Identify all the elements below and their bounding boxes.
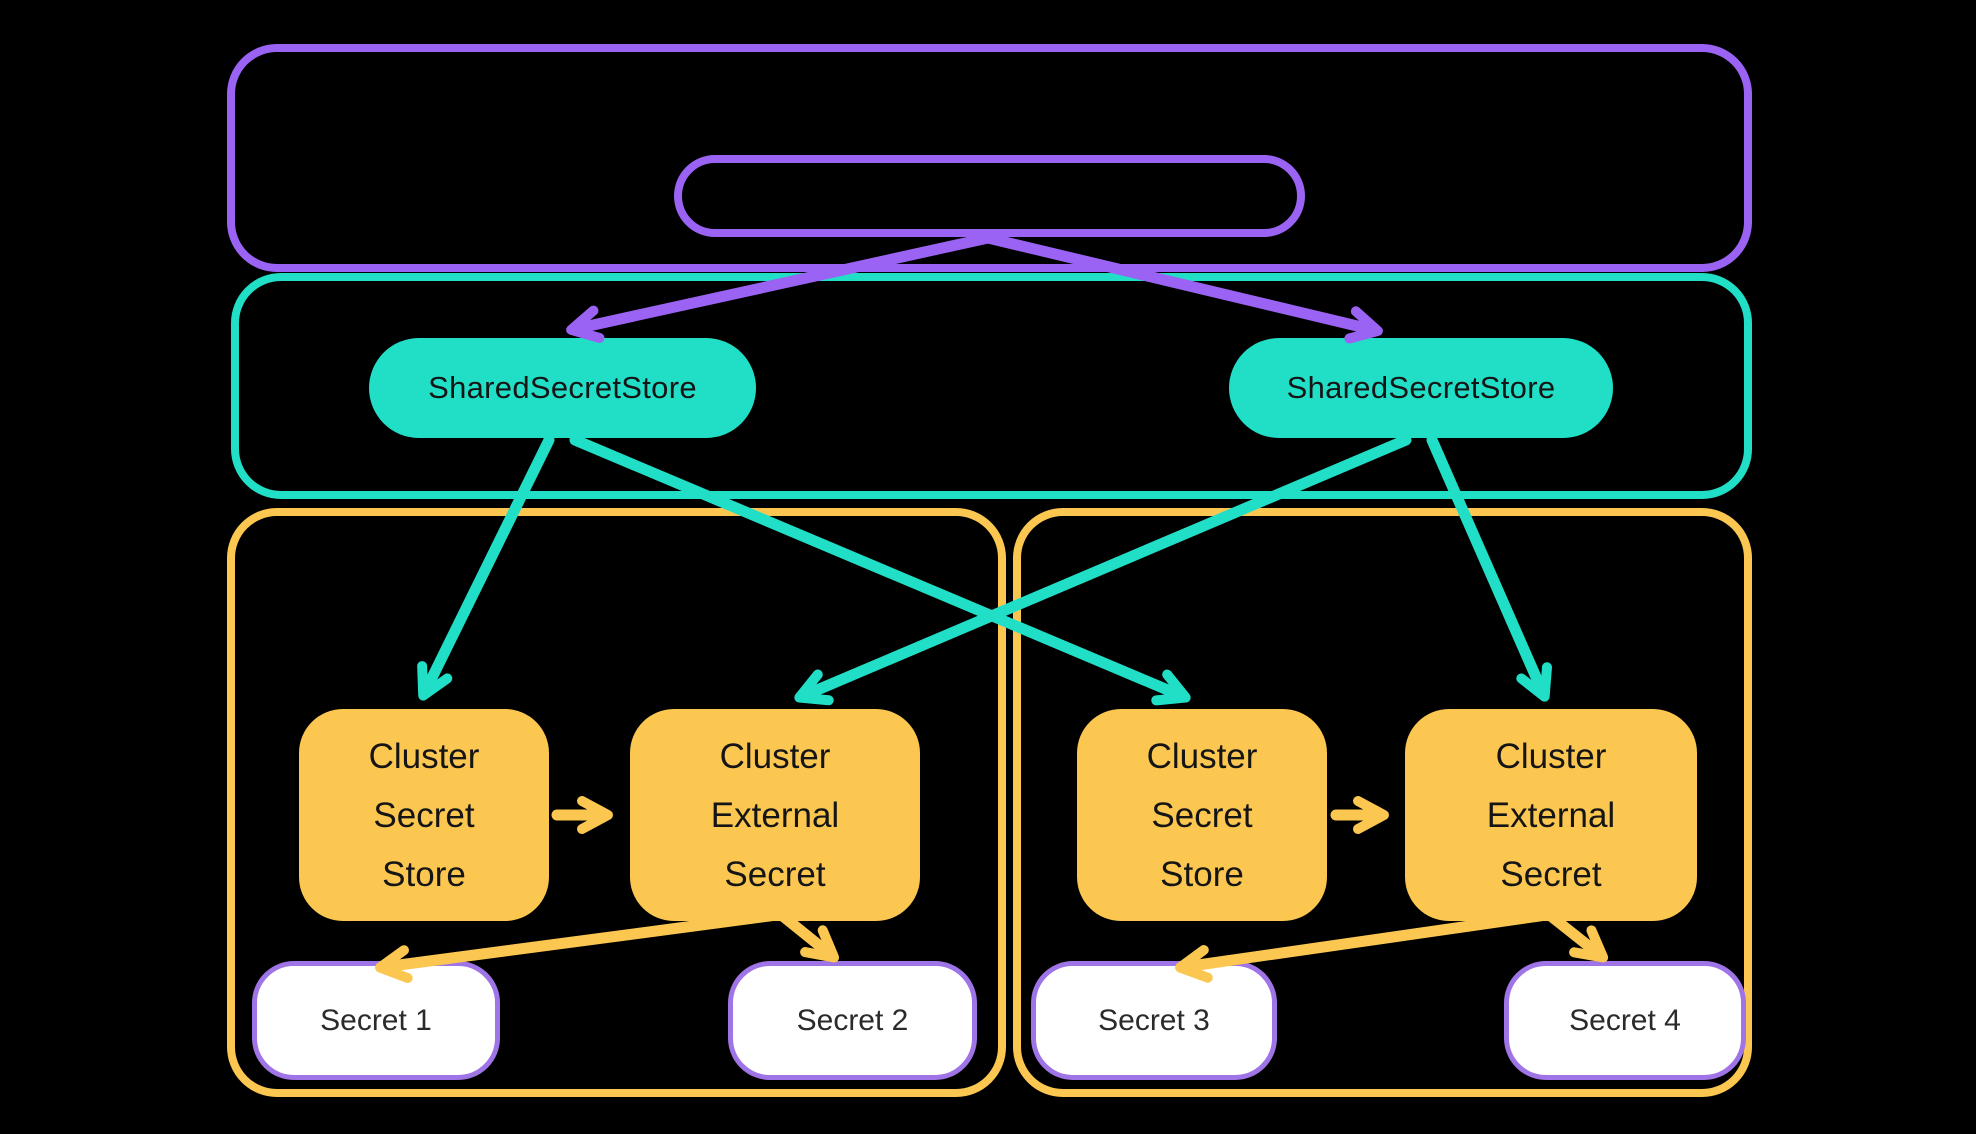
shared-secret-store-right: SharedSecretStore (1229, 338, 1613, 438)
secret-2-pill: Secret 2 (728, 961, 977, 1080)
secret-3-label: Secret 3 (1098, 1003, 1210, 1037)
secret-1-pill: Secret 1 (252, 961, 500, 1080)
cluster-secret-store-right: Cluster Secret Store (1077, 709, 1327, 921)
shared-secret-store-left-label: SharedSecretStore (428, 370, 697, 405)
shared-secret-store-right-label: SharedSecretStore (1286, 370, 1556, 405)
secret-1-label: Secret 1 (320, 1003, 432, 1037)
cluster-external-secret-left: Cluster External Secret (630, 709, 920, 921)
cluster-secret-store-left-label: Cluster Secret Store (368, 736, 480, 894)
secret-4-label: Secret 4 (1569, 1003, 1681, 1037)
cluster-external-secret-right-label: Cluster External Secret (1486, 736, 1616, 894)
cluster-external-secret-left-label: Cluster External Secret (710, 736, 840, 894)
cluster-secret-store-right-label: Cluster Secret Store (1146, 736, 1258, 894)
cluster-external-secret-right: Cluster External Secret (1405, 709, 1697, 921)
shared-secret-store-left: SharedSecretStore (369, 338, 756, 438)
secret-4-pill: Secret 4 (1504, 961, 1746, 1080)
secret-2-label: Secret 2 (796, 1003, 909, 1037)
top-cluster-pill (674, 155, 1305, 237)
secret-3-pill: Secret 3 (1031, 961, 1277, 1080)
cluster-secret-store-left: Cluster Secret Store (299, 709, 549, 921)
